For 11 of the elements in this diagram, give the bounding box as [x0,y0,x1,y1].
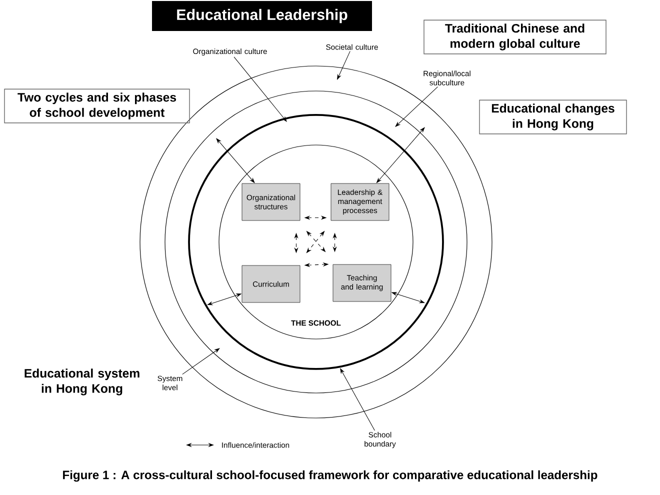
leader-line [340,368,375,431]
leader-line [395,86,438,127]
note-box: Educational changes in Hong Kong [479,100,627,134]
title-banner: Educational Leadership [152,1,372,31]
note-box: Two cycles and six phases of school development [4,88,190,124]
annotation: Educational system in Hong Kong [24,368,140,396]
leader-line [234,56,287,122]
leader-line [182,348,220,375]
caption: Figure 1 : A cross-cultural school-focused framework for comparative educational leadership [63,470,598,482]
leader-line [337,50,350,80]
note-box: Traditional Chinese and modern global culture [424,20,606,54]
